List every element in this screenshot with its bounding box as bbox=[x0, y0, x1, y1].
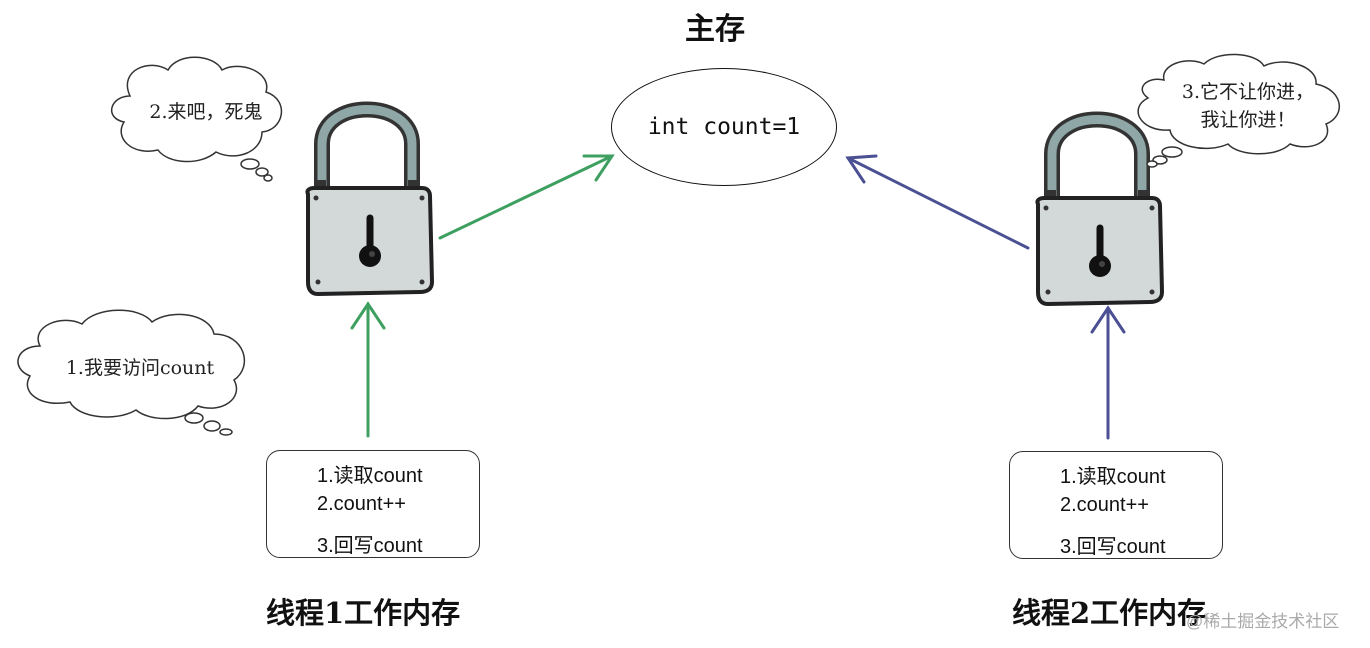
thread2-memory-label: 线程2工作内存 bbox=[1012, 596, 1207, 630]
main-memory-ellipse: int count=1 bbox=[611, 68, 837, 186]
thread2-bubble-line2: 我让你进！ bbox=[1200, 109, 1296, 131]
thread1-padlock-icon bbox=[307, 110, 432, 295]
thread2-step-2: 2.count++ bbox=[1060, 494, 1149, 516]
thread2-bubble-line1: 3.它不让你进， bbox=[1181, 81, 1315, 103]
main-memory-title: 主存 bbox=[685, 12, 745, 47]
thread1-request-text: 1.我要访问count bbox=[65, 357, 215, 379]
thread2-steps-box: 1.读取count 2.count++ 3.回写count bbox=[1009, 451, 1223, 559]
main-memory-variable: int count=1 bbox=[647, 114, 801, 140]
thread1-step-3: 3.回写count bbox=[317, 535, 423, 557]
thread2-to-main-arrow bbox=[846, 156, 1030, 250]
cloud-bubble-thread2 bbox=[1137, 53, 1341, 168]
thread1-to-main-arrowhead bbox=[582, 154, 615, 182]
thread1-to-main-arrow bbox=[438, 154, 614, 240]
thread1-reply-text: 2.来吧，死鬼 bbox=[149, 101, 263, 123]
watermark: @稀土掘金技术社区 bbox=[1186, 612, 1340, 631]
thread1-steps-box: 1.读取count 2.count++ 3.回写count bbox=[266, 450, 480, 558]
thread2-step-3: 3.回写count bbox=[1060, 536, 1166, 558]
thread2-bubble-text: 3.它不让你进， 我让你进！ bbox=[1160, 78, 1336, 134]
thread1-memory-label: 线程1工作内存 bbox=[266, 596, 461, 630]
thread2-padlock-icon bbox=[1037, 120, 1162, 305]
cloud-bubble-thread1-request bbox=[17, 309, 245, 436]
thread1-step-2: 2.count++ bbox=[317, 493, 406, 515]
thread2-up-arrowhead bbox=[1090, 305, 1126, 334]
thread1-arrows bbox=[350, 154, 615, 438]
thread2-to-main-arrowhead bbox=[845, 154, 878, 184]
thread2-arrows bbox=[845, 154, 1126, 440]
thread2-step-1: 1.读取count bbox=[1060, 466, 1166, 488]
thread1-step-1: 1.读取count bbox=[317, 465, 423, 487]
thread1-up-arrowhead bbox=[350, 301, 386, 330]
cloud-bubble-thread1-reply bbox=[111, 56, 283, 182]
